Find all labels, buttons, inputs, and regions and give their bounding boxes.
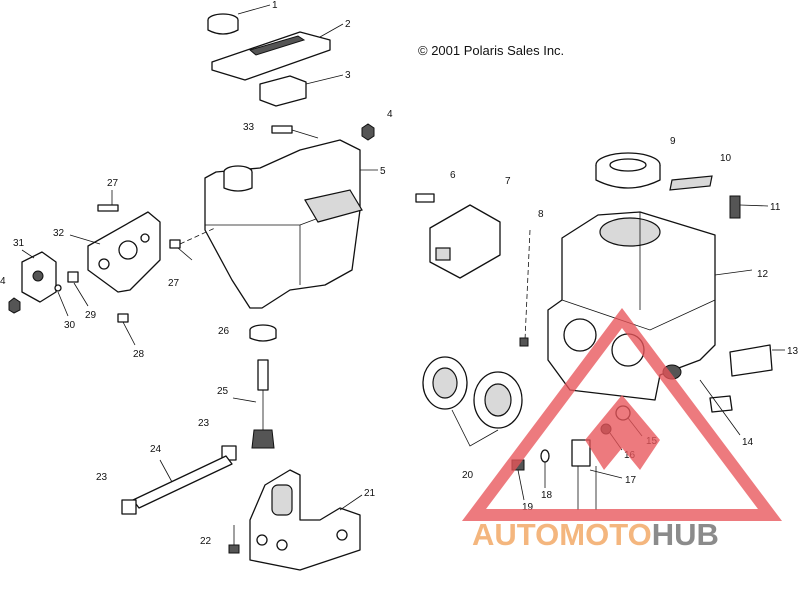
part-27b-bolt	[169, 227, 216, 261]
callout-10: 10	[720, 153, 732, 164]
part-23b-clamp-bottom	[121, 499, 137, 515]
callout-25: 25	[217, 386, 229, 397]
part-11-clip	[729, 195, 769, 219]
callout-23: 23	[198, 418, 210, 429]
callout-1: 1	[272, 0, 278, 11]
part-25-sensor	[232, 359, 275, 449]
part-13-label	[729, 344, 785, 377]
part-20-boots	[422, 356, 523, 447]
watermark-text: AUTOMOTOHUB	[472, 517, 719, 552]
callout-11: 11	[770, 202, 781, 213]
part-4-nut	[361, 123, 375, 141]
callout-17: 17	[625, 475, 637, 486]
part-8-screw	[519, 229, 531, 347]
part-18-washer	[540, 449, 550, 488]
callout-5: 5	[380, 166, 386, 177]
callout-12: 12	[757, 269, 769, 280]
callout-6: 6	[450, 170, 456, 181]
part-32-bracket	[69, 211, 161, 293]
part-26-grommet	[249, 324, 277, 342]
part-4b-nut	[8, 297, 21, 314]
part-33-bolt	[271, 125, 319, 139]
part-5-oil-tank	[204, 139, 378, 309]
callout-13: 13	[787, 346, 799, 357]
callout-2: 2	[345, 19, 351, 30]
callout-26: 26	[218, 326, 230, 337]
watermark-auto: AUTO	[472, 517, 559, 552]
callout-3: 3	[345, 70, 351, 81]
watermark-mountain-icon	[585, 395, 660, 470]
watermark-hub: HUB	[652, 517, 719, 552]
callout-23b: 23	[96, 472, 108, 483]
part-9-ring	[595, 152, 661, 189]
part-14-pad	[699, 379, 741, 436]
part-22-bolt	[228, 525, 240, 554]
part-6-bolt	[415, 193, 435, 203]
callout-31: 31	[13, 238, 25, 249]
callout-20: 20	[462, 470, 474, 481]
callout-21: 21	[364, 488, 376, 499]
callout-4b: 4	[0, 276, 6, 287]
callout-24: 24	[150, 444, 162, 455]
copyright-text: © 2001 Polaris Sales Inc.	[418, 43, 564, 58]
part-24-hose	[132, 455, 233, 509]
automotohub-watermark: AUTOMOTOHUB	[461, 308, 783, 552]
part-7-module	[429, 204, 501, 279]
callout-19: 19	[522, 502, 534, 513]
part-27-bolt-top	[97, 190, 119, 212]
callout-32: 32	[53, 228, 65, 239]
callout-30: 30	[64, 320, 76, 331]
callout-27b: 27	[168, 278, 180, 289]
watermark-triangle-icon	[461, 308, 783, 521]
callout-29: 29	[85, 310, 97, 321]
part-29-30-washers	[54, 271, 89, 317]
callout-33: 33	[243, 122, 255, 133]
part-17-valve	[571, 439, 623, 510]
part-31-pump	[21, 249, 57, 303]
part-3-pad	[259, 74, 344, 107]
part-28-bolt	[117, 313, 136, 346]
part-2-lid	[211, 23, 344, 81]
callout-14: 14	[742, 437, 754, 448]
callout-7: 7	[505, 176, 511, 187]
part-10-label	[669, 175, 713, 191]
callout-4: 4	[387, 109, 393, 120]
watermark-moto: MOTO	[559, 517, 651, 552]
callout-28: 28	[133, 349, 145, 360]
callout-22: 22	[200, 536, 212, 547]
callout-9: 9	[670, 136, 676, 147]
callout-18: 18	[541, 490, 553, 501]
callout-27: 27	[107, 178, 119, 189]
callout-8: 8	[538, 209, 544, 220]
part-21-mount	[249, 469, 363, 571]
part-1-cap	[207, 4, 271, 35]
